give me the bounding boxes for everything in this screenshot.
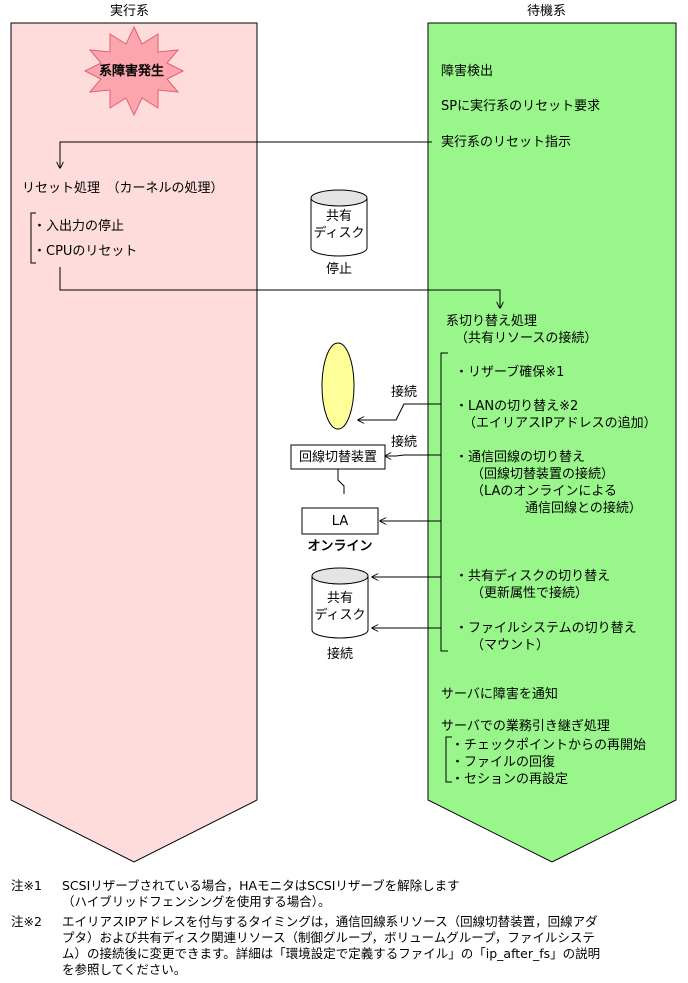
line-switch-device-label: 回線切替装置 [298, 450, 377, 465]
sp-reset-request: SPに実行系のリセット要求 [441, 99, 601, 114]
reset-process-title: リセット処理 （カーネルの処理） [22, 181, 224, 196]
reset-command: 実行系のリセット指示 [441, 135, 572, 150]
switch-connect-arrow [385, 455, 441, 456]
comm-switch-detail-3: 通信回線との接続） [525, 501, 642, 516]
switch-items-bracket [440, 352, 448, 652]
reset-items-bracket [30, 212, 36, 264]
takeover-item-file-recovery: ・ファイルの回復 [451, 755, 556, 770]
active-system-header: 実行系 [110, 4, 150, 19]
la-online-status: オンライン [307, 539, 373, 554]
disk-switch-detail: （更新属性で接続） [471, 586, 589, 601]
takeover-item-checkpoint: ・チェックポイントからの再開始 [451, 738, 647, 753]
comm-switch-detail-1: （回線切替装置の接続） [471, 467, 615, 482]
shared-disk-label-2: 共有 ディスク [314, 591, 366, 623]
server-takeover: サーバでの業務引き継ぎ処理 [441, 719, 610, 734]
la-label: LA [331, 514, 349, 529]
failure-label: 系障害発生 [99, 64, 165, 79]
disk-connected-status: 接続 [326, 647, 353, 662]
active-system-column [10, 22, 258, 863]
line-switch-device-box [290, 444, 386, 470]
reset-item-cpu-reset: ・CPUのリセット [33, 244, 138, 259]
lan-connect-arrow [358, 403, 441, 420]
disk-stopped-status: 停止 [325, 262, 352, 277]
la-box [301, 507, 379, 535]
reserve-item: ・リザーブ確保※1 [455, 365, 565, 380]
shared-disk-label-1: 共有 ディスク [313, 209, 365, 241]
standby-system-header: 待機系 [527, 4, 567, 19]
reset-item-io-stop: ・入出力の停止 [33, 219, 125, 234]
switch-process-subtitle: （共有リソースの接続） [455, 331, 598, 346]
shared-disk-connected-icon [311, 567, 369, 639]
lan-icon [321, 342, 355, 430]
note-2-label: 注※2 [11, 914, 42, 929]
server-notify: サーバに障害を通知 [441, 687, 558, 702]
connect-label-2: 接続 [391, 435, 418, 450]
fs-switch-item: ・ファイルシステムの切り替え [455, 621, 637, 636]
disk-switch-item: ・共有ディスクの切り替え [455, 569, 611, 584]
takeover-items-bracket [445, 736, 452, 783]
lan-switch-item: ・LANの切り替え※2 [455, 399, 579, 414]
switch-process-title: 系切り替え処理 [446, 314, 538, 329]
switch-start-arrow [59, 267, 500, 308]
failure-burst [83, 25, 185, 117]
shared-disk-stopped-icon [310, 189, 368, 257]
comm-switch-detail-2: （LAのオンラインによる [471, 484, 618, 499]
lan-switch-detail: （エイリアスIPアドレスの追加） [463, 416, 657, 431]
standby-system-column [427, 22, 677, 863]
fault-detection: 障害検出 [441, 64, 494, 79]
fs-switch-detail: （マウント） [471, 638, 550, 653]
comm-switch-item: ・通信回線の切り替え [455, 450, 586, 465]
connect-label-1: 接続 [391, 385, 418, 400]
note-1-label: 注※1 [11, 878, 42, 893]
note-1-body: SCSIリザーブされている場合，HAモニタはSCSIリザーブを解除します （ハイ… [62, 878, 460, 909]
takeover-item-session-reset: ・セションの再設定 [451, 772, 569, 787]
reset-command-arrow [60, 141, 432, 168]
note-2-body: エイリアスIPアドレスを付与するタイミングは，通信回線系リソース（回線切替装置，… [62, 914, 601, 977]
switch-la-link [337, 469, 345, 494]
